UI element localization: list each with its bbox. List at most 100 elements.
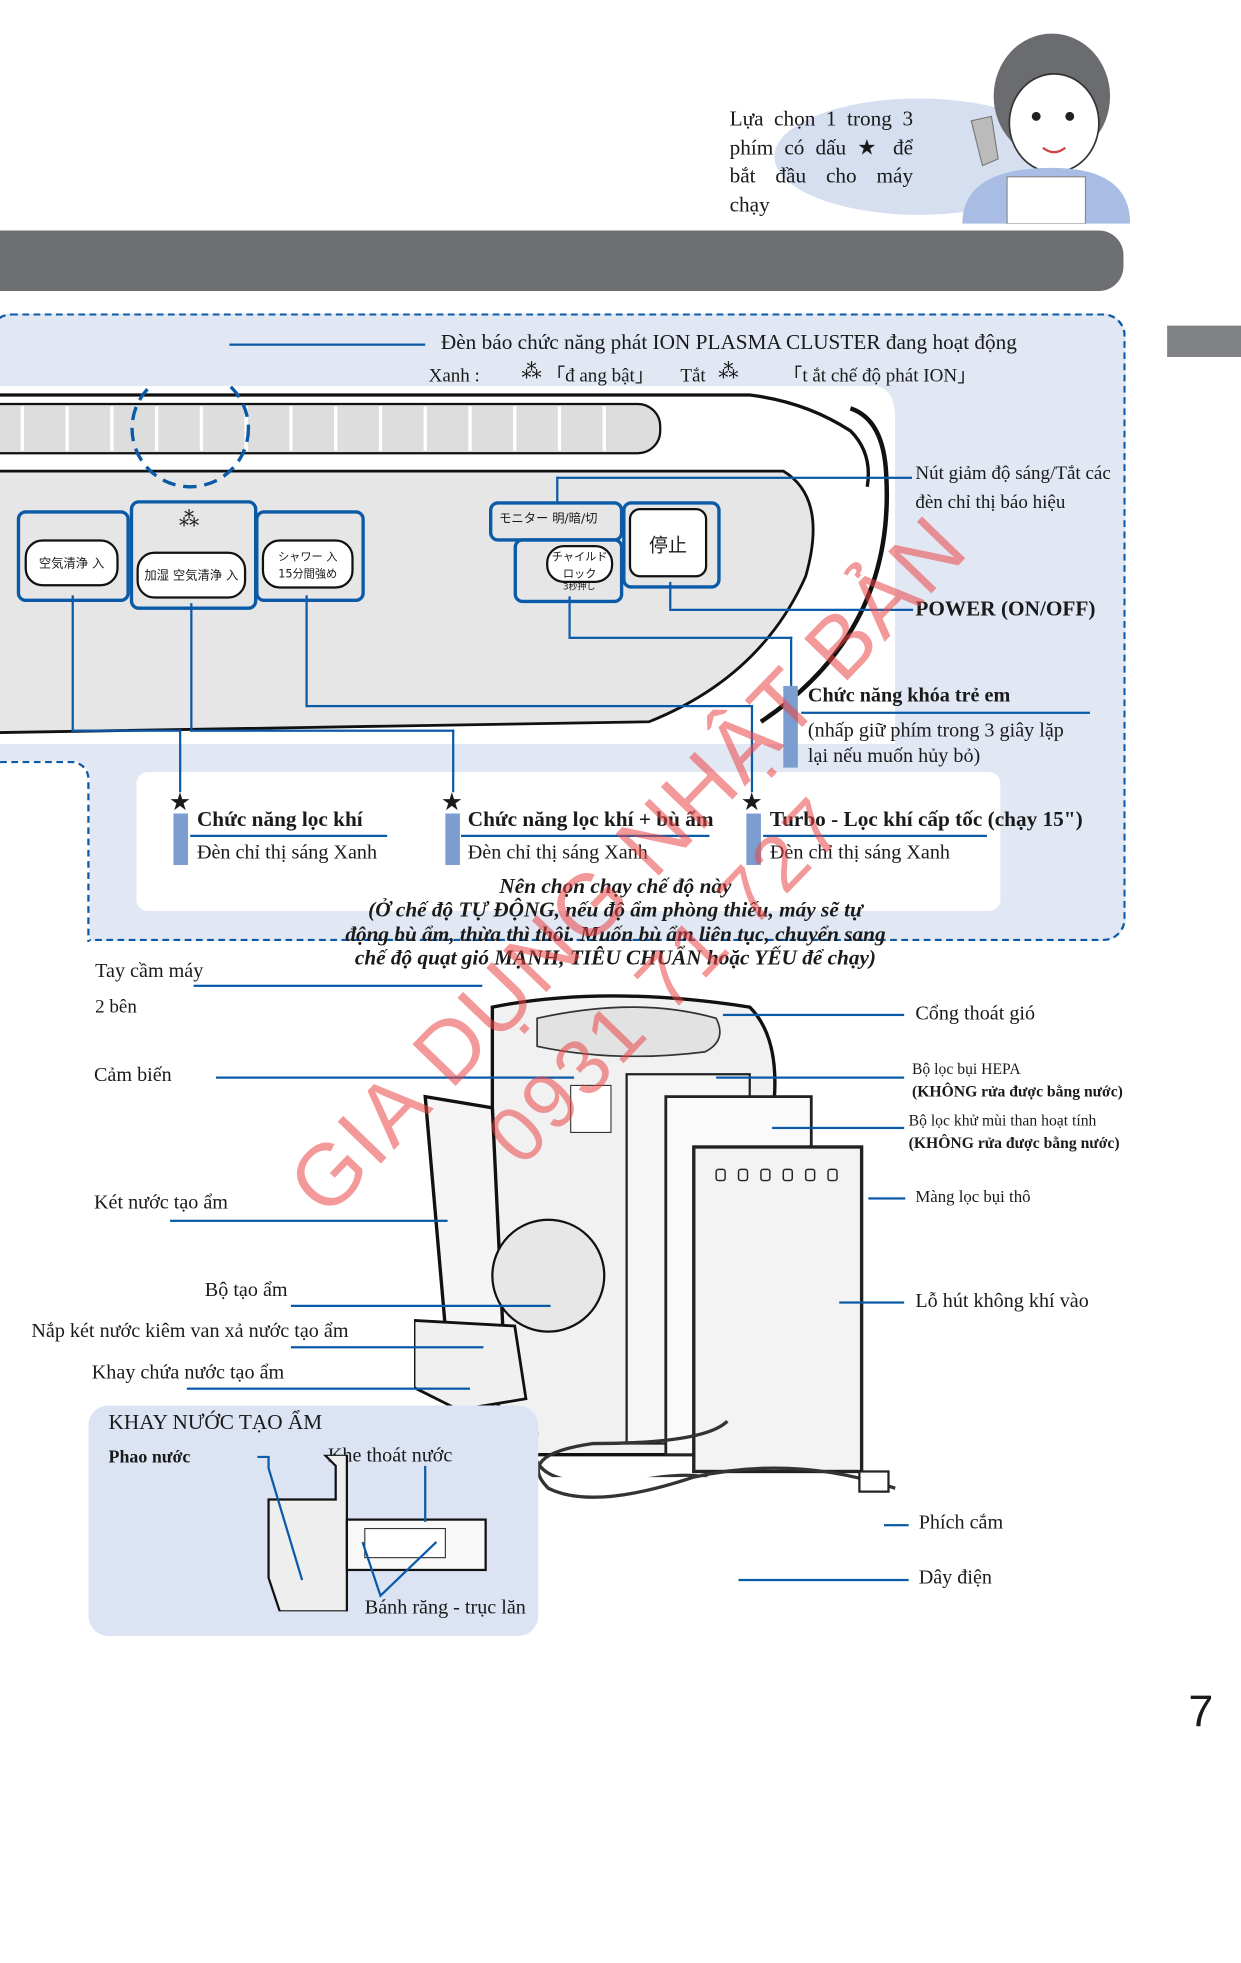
ion-indicator-label: Đèn báo chức năng phát ION PLASMA CLUSTE…: [440, 331, 1017, 355]
air-clean-button[interactable]: 空気清浄 入: [24, 539, 119, 587]
mode1-leader: [71, 595, 74, 732]
mode1-star-icon: ★: [168, 787, 192, 816]
handle-sublabel: 2 bên: [95, 995, 137, 1018]
air-purifier-illustration: [414, 994, 864, 1478]
child-lock-button[interactable]: チャイルド ロック: [546, 544, 614, 583]
section-header-band: [0, 230, 1124, 291]
humidify-clean-button[interactable]: 加湿 空気清浄 入: [136, 551, 247, 599]
hepa-label: Bộ lọc bụi HEPA: [911, 1061, 1021, 1079]
recommendation-line3: động bù ẩm, thừa thì thôi. Muốn bù ẩm li…: [345, 923, 886, 947]
mode2-title: Chức năng lọc khí + bù ẩm: [467, 807, 714, 832]
mode2-leader-v: [452, 729, 455, 793]
mode2-star-icon: ★: [440, 787, 463, 816]
side-tab-marker: [1167, 325, 1241, 357]
ion-legend-on: 「đ ang bật」: [546, 364, 654, 387]
child-lock-underline: [801, 711, 1090, 714]
monitor-brightness-button[interactable]: モニター 明/暗/切: [499, 511, 598, 526]
recommendation-line4: chế độ quạt gió MẠNH, TIÊU CHUẨN hoặc YẾ…: [354, 947, 877, 971]
mode3-underline: [763, 834, 987, 837]
recommendation-note: Nên chọn chạy chế độ này (Ở chế độ TỰ ĐỘ…: [280, 875, 951, 971]
ion-legend-off: 「t ắt chế độ phát ION」: [783, 364, 977, 387]
recommendation-line1: Nên chọn chạy chế độ này: [499, 875, 732, 899]
power-leader-drop: [669, 581, 672, 609]
stop-button-frame: [622, 501, 721, 589]
water-tray-leader: [186, 1387, 470, 1390]
mode3-star-icon: ★: [740, 787, 763, 816]
mode3-leader-h: [305, 704, 754, 708]
ion-on-icon: ⁂: [521, 360, 542, 383]
power-leader-line: [669, 608, 914, 611]
hepa-sublabel: (KHÔNG rửa được bằng nước): [911, 1084, 1123, 1102]
ion-legend-off-prefix: Tắt: [680, 364, 706, 387]
plug-label: Phích cắm: [918, 1510, 1004, 1534]
mode1-leader-v: [179, 729, 182, 793]
ion-grape-icon: ⁂: [179, 508, 200, 531]
plug-leader: [884, 1524, 909, 1527]
tray-inset-title: KHAY NƯỚC TẠO ẨM: [108, 1411, 323, 1435]
mode2-desc: Đèn chỉ thị sáng Xanh: [467, 840, 648, 863]
mode2-underline: [461, 834, 710, 837]
shower-turbo-button[interactable]: シャワー 入 15分間強め: [261, 539, 354, 589]
mode3-title: Turbo - Lọc khí cấp tốc (chạy 15"): [769, 807, 1083, 832]
recommendation-line2: (Ở chế độ TỰ ĐỘNG, nếu độ ẩm phòng thiếu…: [368, 899, 863, 923]
prefilter-leader: [868, 1197, 906, 1200]
speech-bubble-text: Lựa chọn 1 trong 3 phím có dấu ★ để bắt …: [729, 107, 914, 217]
carbon-filter-label: Bộ lọc khử mùi than hoạt tính: [908, 1113, 1097, 1131]
control-panel-illustration: [0, 386, 896, 745]
water-tank-leader: [170, 1219, 448, 1222]
tank-cap-leader: [290, 1346, 484, 1349]
tank-cap-label: Nắp két nước kiêm van xả nước tạo ẩm: [31, 1319, 349, 1342]
ion-off-icon: ⁂: [718, 360, 739, 383]
mode3-leader-v: [750, 704, 754, 793]
brightness-callout: Nút giảm độ sáng/Tắt các đèn chỉ thị báo…: [915, 462, 1111, 513]
mode3-bar: [746, 813, 761, 865]
gear-roller-label: Bánh răng - trục lăn: [364, 1595, 526, 1619]
mode1-desc: Đèn chỉ thị sáng Xanh: [196, 840, 378, 863]
water-tray-label: Khay chứa nước tạo ẩm: [91, 1360, 285, 1384]
child-lock-hint: 3秒押し: [562, 581, 596, 592]
mode1-bar: [173, 813, 188, 865]
mode1-title: Chức năng lọc khí: [196, 807, 363, 832]
hepa-leader: [716, 1076, 905, 1079]
water-tray-illustration: [257, 1454, 487, 1612]
brightness-leader-drop: [556, 476, 559, 502]
child-lock-leader-rise: [790, 636, 793, 686]
mode1-underline: [190, 834, 388, 837]
power-callout: POWER (ON/OFF): [915, 597, 1096, 622]
mode2-leader: [190, 603, 193, 732]
mode2-bar: [445, 813, 460, 865]
child-lock-bar: [783, 685, 798, 768]
mode2-leader-h: [190, 729, 455, 732]
carbon-filter-sublabel: (KHÔNG rửa được bằng nước): [908, 1135, 1120, 1153]
humidifier-label: Bộ tạo ẩm: [204, 1277, 288, 1301]
sensor-leader: [215, 1076, 575, 1079]
power-stop-button[interactable]: 停止: [628, 508, 708, 578]
page-number: 7: [1188, 1687, 1214, 1737]
cord-label: Dây điện: [918, 1565, 992, 1588]
handle-leader: [193, 984, 483, 987]
ion-leader-line: [229, 343, 426, 346]
ion-legend-green: Xanh :: [428, 364, 480, 387]
handle-label: Tay cầm máy: [95, 958, 204, 982]
mode1-leader-h: [71, 729, 182, 732]
carbon-leader: [772, 1126, 905, 1130]
power-cord-illustration: [536, 1419, 896, 1499]
drain-slot-label: Khe thoát nước: [327, 1443, 453, 1466]
child-lock-title: Chức năng khóa trẻ em: [807, 683, 1011, 707]
sensor-label: Cảm biến: [93, 1063, 172, 1086]
child-lock-leader-drop: [568, 596, 571, 637]
prefilter-label: Màng lọc bụi thô: [915, 1188, 1031, 1207]
child-lock-desc: (nhấp giữ phím trong 3 giây lặp lại nếu …: [807, 718, 1064, 767]
mode3-leader: [305, 595, 308, 708]
humidifier-leader: [290, 1304, 551, 1307]
water-tank-label: Két nước tạo ẩm: [93, 1190, 228, 1213]
air-intake-label: Lỗ hút không khí vào: [915, 1289, 1089, 1312]
assistant-character-icon: [962, 33, 1131, 224]
mode-legend-box: [136, 772, 1001, 911]
float-label: Phao nước: [108, 1447, 191, 1468]
panel-notch: [0, 760, 90, 943]
speech-bubble-tail: [917, 167, 974, 202]
cord-leader: [738, 1578, 909, 1582]
air-intake-leader: [839, 1301, 905, 1304]
